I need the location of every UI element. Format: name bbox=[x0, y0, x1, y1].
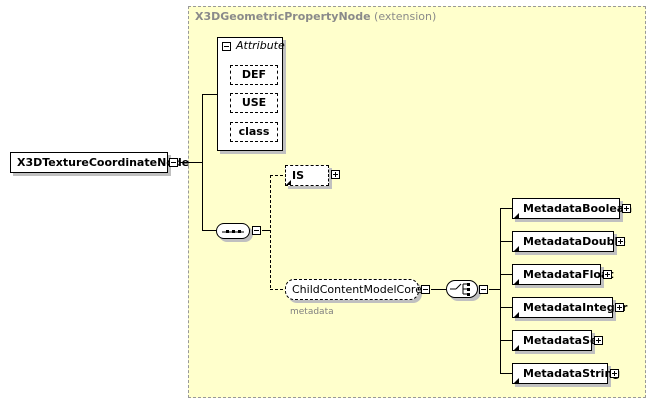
metadata-set-expand-icon[interactable] bbox=[594, 336, 603, 345]
reference-arrow-icon bbox=[514, 345, 519, 350]
group-reference-label: ChildContentModelCore bbox=[292, 283, 422, 296]
sequence-collapse-icon[interactable] bbox=[252, 226, 261, 235]
is-element-label: IS bbox=[292, 169, 305, 182]
attribute-use[interactable]: USE bbox=[230, 93, 278, 113]
root-element-label: X3DTextureCoordinateNode bbox=[17, 156, 190, 169]
metadata-float-node[interactable]: MetadataFloat bbox=[512, 264, 614, 285]
is-expand-icon[interactable] bbox=[331, 170, 340, 179]
root-element-node[interactable]: X3DTextureCoordinateNode bbox=[10, 152, 189, 173]
metadata-integer-node[interactable]: MetadataInteger bbox=[512, 297, 627, 318]
reference-arrow-icon bbox=[514, 213, 519, 218]
reference-arrow-icon bbox=[514, 246, 519, 251]
metadata-set-node[interactable]: MetadataSet bbox=[512, 330, 603, 351]
extension-title: X3DGeometricPropertyNode (extension) bbox=[195, 10, 436, 23]
reference-arrow-icon bbox=[514, 279, 519, 284]
group-collapse-icon[interactable] bbox=[421, 285, 430, 294]
attribute-class[interactable]: class bbox=[230, 122, 278, 142]
attribute-collapse-icon[interactable] bbox=[222, 42, 231, 51]
metadata-string-node[interactable]: MetadataString bbox=[512, 363, 620, 384]
attribute-def[interactable]: DEF bbox=[230, 65, 278, 85]
metadata-double-label: MetadataDouble bbox=[523, 235, 626, 248]
metadata-boolean-node[interactable]: MetadataBoolean bbox=[512, 198, 632, 219]
collapse-icon[interactable] bbox=[169, 158, 178, 167]
sequence-icon bbox=[222, 230, 244, 233]
choice-collapse-icon[interactable] bbox=[479, 285, 488, 294]
attribute-group-title: Attribute bbox=[236, 39, 285, 52]
choice-compositor[interactable] bbox=[446, 280, 478, 298]
choice-icon bbox=[450, 283, 470, 296]
metadata-integer-label: MetadataInteger bbox=[523, 301, 628, 314]
extension-name: X3DGeometricPropertyNode bbox=[195, 10, 371, 23]
metadata-integer-expand-icon[interactable] bbox=[615, 303, 624, 312]
metadata-boolean-label: MetadataBoolean bbox=[523, 202, 633, 215]
group-reference-node[interactable]: ChildContentModelCore bbox=[285, 279, 422, 300]
is-element-node[interactable]: IS bbox=[285, 165, 329, 186]
reference-arrow-icon bbox=[514, 378, 519, 383]
metadata-double-node[interactable]: MetadataDouble bbox=[512, 231, 626, 252]
metadata-float-label: MetadataFloat bbox=[523, 268, 614, 281]
metadata-boolean-expand-icon[interactable] bbox=[622, 204, 631, 213]
reference-arrow-icon bbox=[514, 312, 519, 317]
metadata-set-label: MetadataSet bbox=[523, 334, 603, 347]
reference-arrow-icon bbox=[286, 180, 291, 185]
metadata-float-expand-icon[interactable] bbox=[603, 270, 612, 279]
metadata-string-label: MetadataString bbox=[523, 367, 621, 380]
extension-suffix: (extension) bbox=[374, 10, 437, 23]
sequence-compositor[interactable] bbox=[216, 223, 250, 239]
metadata-string-expand-icon[interactable] bbox=[610, 369, 619, 378]
metadata-double-expand-icon[interactable] bbox=[616, 237, 625, 246]
group-caption: metadata bbox=[290, 307, 334, 317]
